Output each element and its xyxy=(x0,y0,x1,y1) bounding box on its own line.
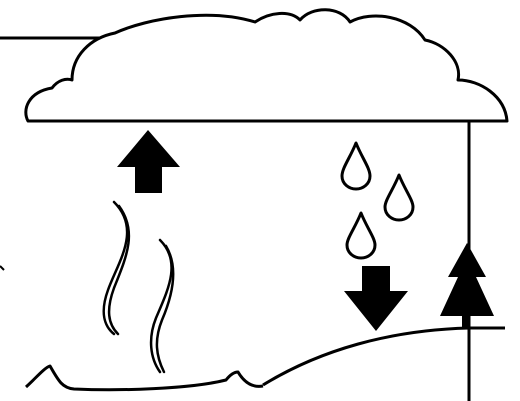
arrow-up-icon xyxy=(117,130,180,193)
tree-icon xyxy=(440,243,494,328)
cloud-icon xyxy=(26,10,507,121)
water-waves xyxy=(26,366,263,390)
raindrop-icon xyxy=(342,143,413,258)
arrow-down-icon xyxy=(344,266,408,331)
steam-icon xyxy=(104,202,174,372)
left-tick xyxy=(0,266,4,270)
